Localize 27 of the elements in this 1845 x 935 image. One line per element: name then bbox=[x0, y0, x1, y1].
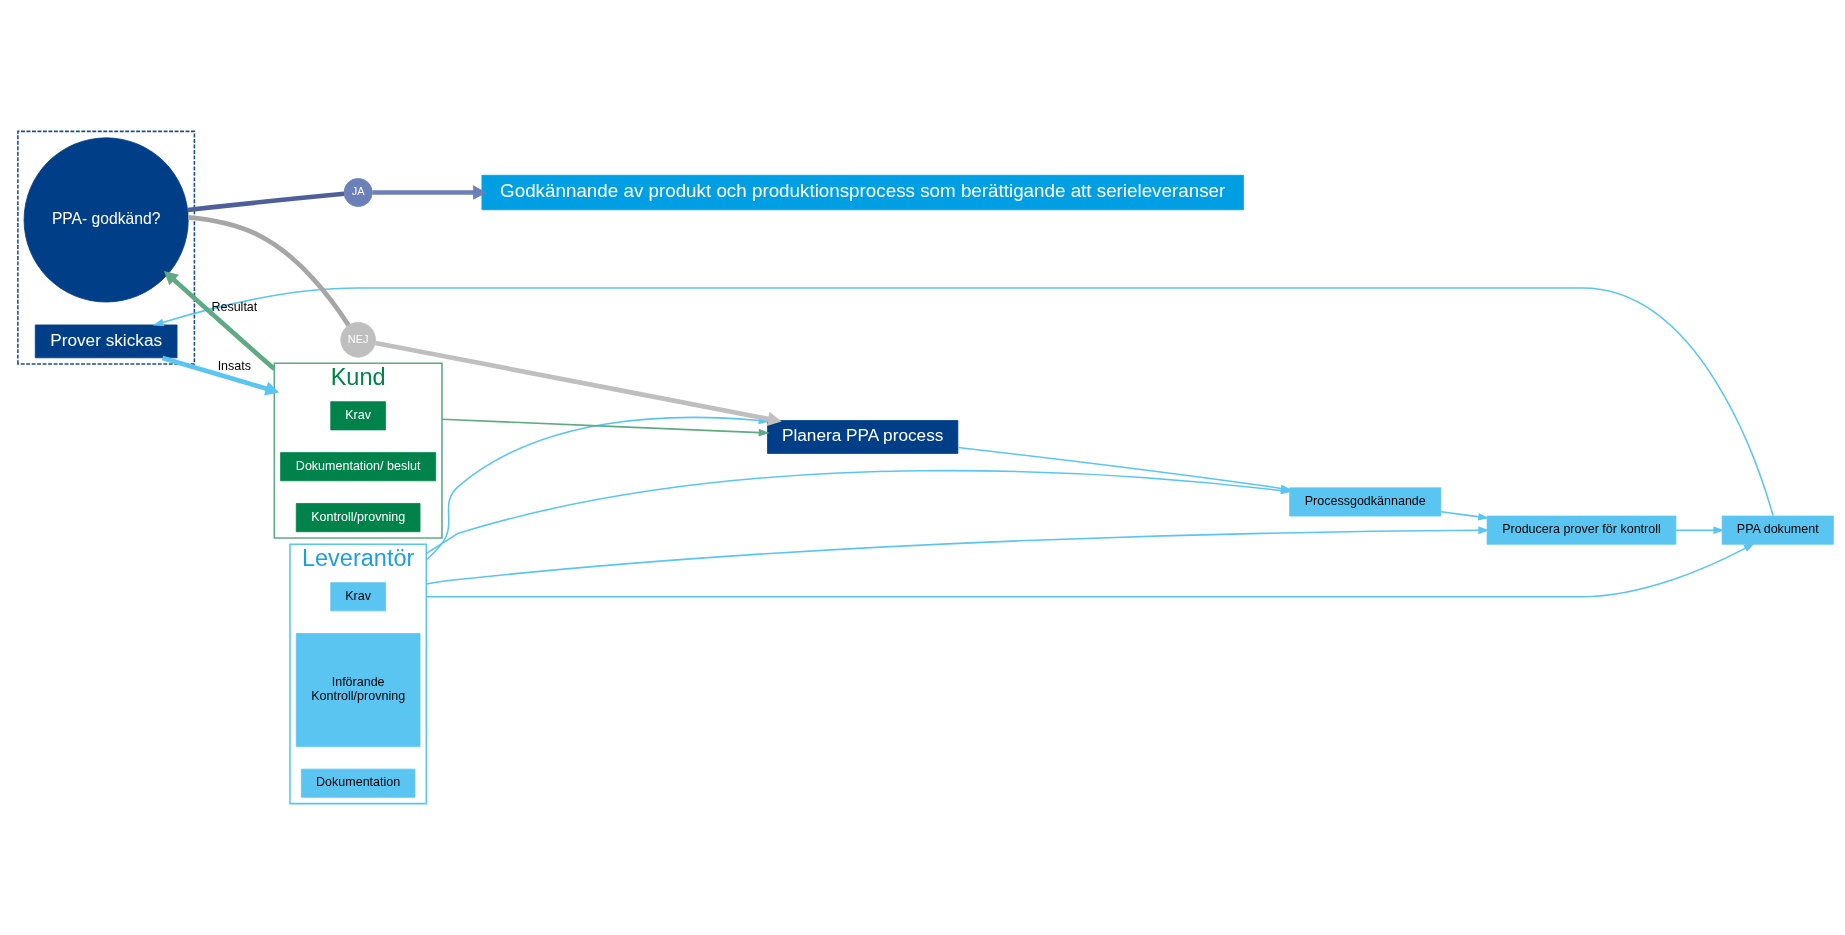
node-circle: JA bbox=[343, 178, 373, 207]
node-box: Processgodkännande bbox=[1289, 487, 1442, 517]
arrow bbox=[425, 526, 1490, 585]
node-box: Krav bbox=[330, 401, 386, 431]
edge-label: Resultat bbox=[211, 300, 258, 315]
cluster bbox=[17, 130, 196, 365]
arrow bbox=[163, 270, 276, 371]
arrow bbox=[1440, 511, 1490, 521]
node-circle: PPA- godkänd? bbox=[23, 137, 189, 303]
node-box: Kontroll/provning bbox=[295, 503, 421, 533]
node-box: Producera prover för kontroll bbox=[1486, 515, 1677, 545]
node-box: Införande Kontroll/provning bbox=[295, 633, 421, 747]
connector bbox=[187, 191, 345, 213]
node-box: Planera PPA process bbox=[767, 420, 959, 454]
arrow bbox=[1675, 526, 1725, 535]
node-circle: NEJ bbox=[340, 322, 376, 358]
node-box: Krav bbox=[330, 582, 386, 612]
node-box: Prover skickas bbox=[34, 324, 178, 359]
edge-label: Insats bbox=[217, 359, 252, 374]
arrow bbox=[425, 543, 1755, 598]
arrow bbox=[372, 185, 487, 200]
arrow bbox=[161, 355, 280, 396]
node-box: Dokumentation bbox=[300, 768, 416, 798]
node-box: Godkännande av produkt och produktionsprocess som berättigande att serieleveranser bbox=[481, 174, 1244, 211]
node-box: Dokumentation/ beslut bbox=[280, 452, 437, 482]
node-box: PPA dokument bbox=[1721, 515, 1834, 545]
connector bbox=[187, 215, 351, 327]
